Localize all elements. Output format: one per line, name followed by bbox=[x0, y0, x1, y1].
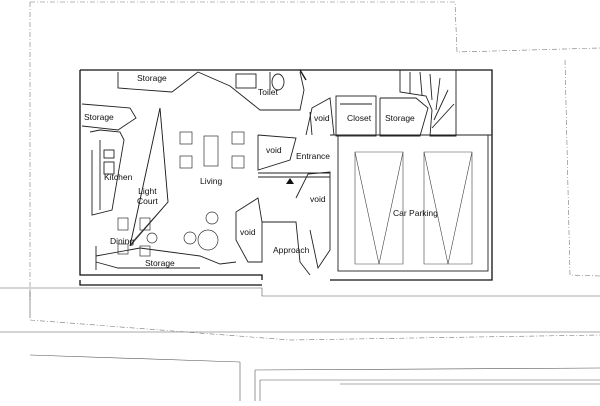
room-label-dining: Dining bbox=[110, 236, 135, 246]
room-label-living: Living bbox=[200, 176, 223, 186]
car-parking-bays bbox=[354, 151, 473, 265]
room-label-approach: Approach bbox=[273, 245, 310, 255]
interior-walls bbox=[81, 70, 492, 276]
room-label-storage-bottom: Storage bbox=[145, 258, 175, 268]
road-lines bbox=[0, 287, 600, 401]
entrance-marker bbox=[286, 178, 294, 184]
room-label-entrance: Entrance bbox=[296, 151, 331, 161]
room-label-storage-top: Storage bbox=[137, 73, 167, 83]
room-label-void-east: void bbox=[310, 194, 326, 204]
room-label-car-parking: Car Parking bbox=[393, 208, 438, 218]
exterior-walls bbox=[79, 69, 493, 286]
room-label-light-court: Light Court bbox=[137, 186, 158, 206]
room-label-storage-left: Storage bbox=[84, 112, 114, 122]
site-boundary bbox=[29, 1, 600, 341]
furniture bbox=[117, 131, 245, 257]
room-label-storage-stair: Storage bbox=[385, 113, 415, 123]
room-label-closet: Closet bbox=[347, 113, 372, 123]
room-label-void-center: void bbox=[266, 145, 282, 155]
room-label-toilet: Toilet bbox=[258, 87, 278, 97]
room-label-void-south: void bbox=[240, 227, 256, 237]
room-label-void-north: void bbox=[314, 113, 330, 123]
room-label-kitchen: Kitchen bbox=[104, 172, 133, 182]
